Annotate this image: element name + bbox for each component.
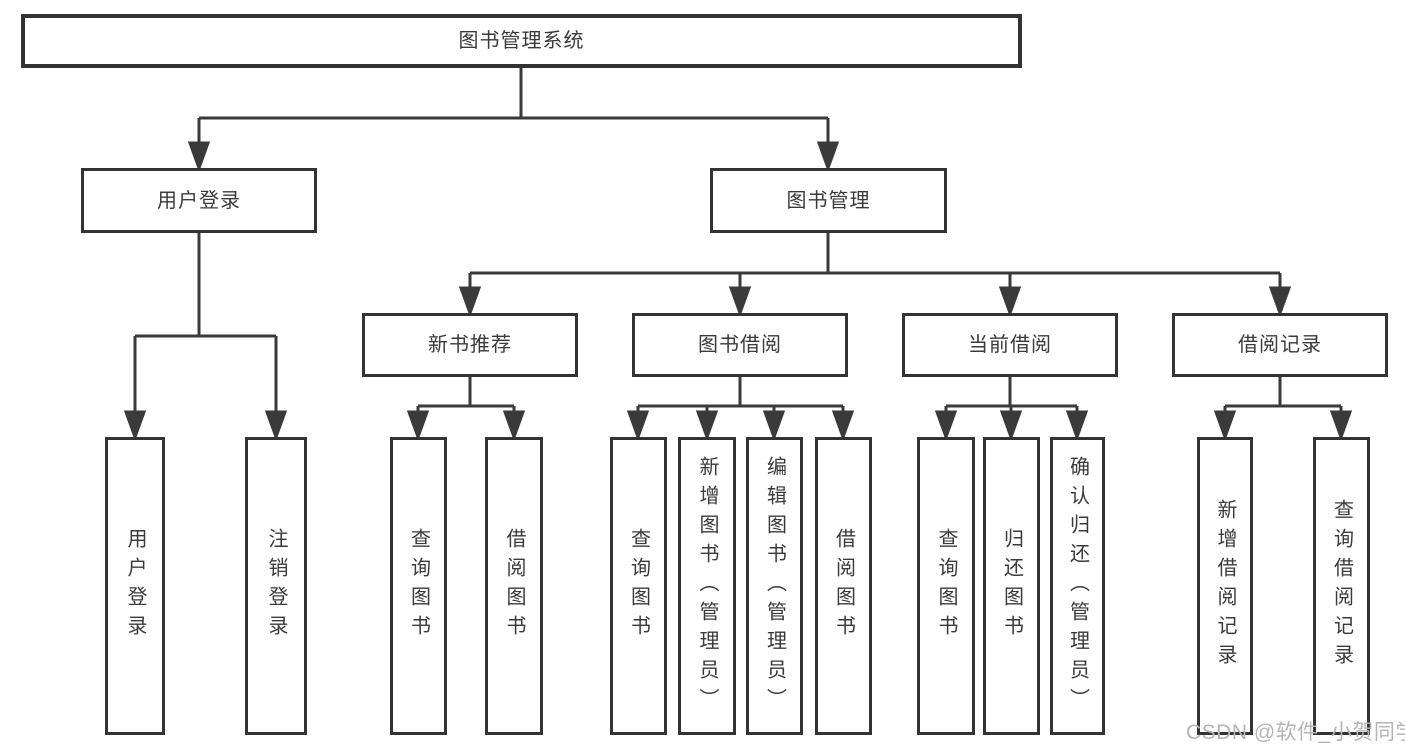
- node-user-login: 用户登录: [81, 168, 317, 233]
- node-current-borrowing: 当前借阅: [902, 313, 1118, 377]
- leaf-return-books: 归还图书: [983, 437, 1040, 735]
- leaf-add-books-admin: 新增图书（管理员）: [678, 437, 736, 735]
- csdn-watermark: CSDN @软件_小贺同学: [1186, 721, 1405, 744]
- leaf-query-books-recommend: 查询图书: [390, 437, 447, 735]
- leaf-query-books-current: 查询图书: [917, 437, 975, 735]
- leaf-query-books-borrowing: 查询图书: [610, 437, 667, 735]
- leaf-borrow-books: 借阅图书: [815, 437, 872, 735]
- leaf-query-borrow-record: 查询借阅记录: [1313, 437, 1370, 735]
- node-library-management-system: 图书管理系统: [21, 14, 1022, 68]
- leaf-borrow-books-recommend: 借阅图书: [485, 437, 543, 735]
- leaf-add-borrow-record: 新增借阅记录: [1197, 437, 1253, 735]
- leaf-logout: 注销登录: [245, 437, 307, 735]
- node-book-management: 图书管理: [710, 168, 947, 233]
- node-new-book-recommend: 新书推荐: [362, 313, 578, 377]
- node-book-borrowing: 图书借阅: [632, 313, 848, 377]
- leaf-edit-books-admin: 编辑图书（管理员）: [746, 437, 803, 735]
- leaf-user-login: 用户登录: [105, 437, 165, 735]
- node-borrow-records: 借阅记录: [1172, 313, 1388, 377]
- leaf-confirm-return-admin: 确认归还（管理员）: [1050, 437, 1105, 735]
